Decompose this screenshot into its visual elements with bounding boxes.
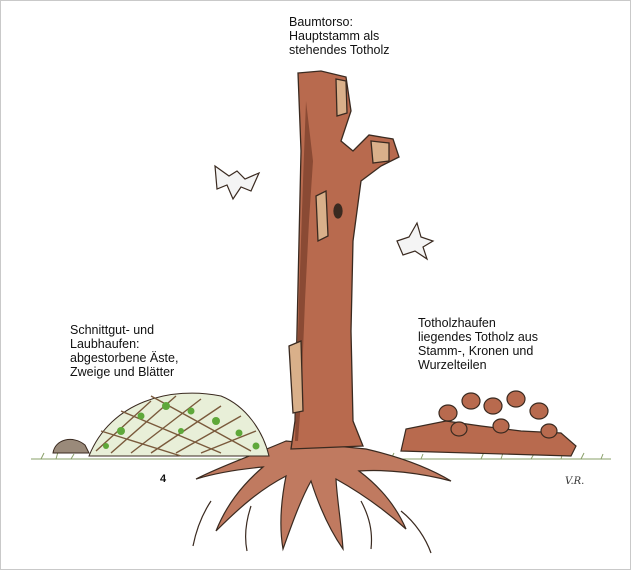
artist-signature: V.R. — [565, 476, 584, 487]
hedgehog — [53, 439, 89, 453]
tree-trunk — [289, 71, 399, 449]
deadwood-pile-label: Totholzhaufen liegendes Totholz aus Stam… — [418, 316, 538, 372]
figure-number: 4 — [160, 473, 166, 485]
bat-right — [397, 223, 433, 259]
trunk-label: Baumtorso: Hauptstamm als stehendes Toth… — [289, 15, 390, 57]
brush-pile — [53, 393, 269, 456]
brush-pile-label: Schnittgut- und Laubhaufen: abgestorbene… — [70, 323, 178, 379]
bat-left — [215, 166, 259, 199]
deadwood-pile — [401, 391, 576, 456]
tree-roots — [193, 441, 451, 553]
